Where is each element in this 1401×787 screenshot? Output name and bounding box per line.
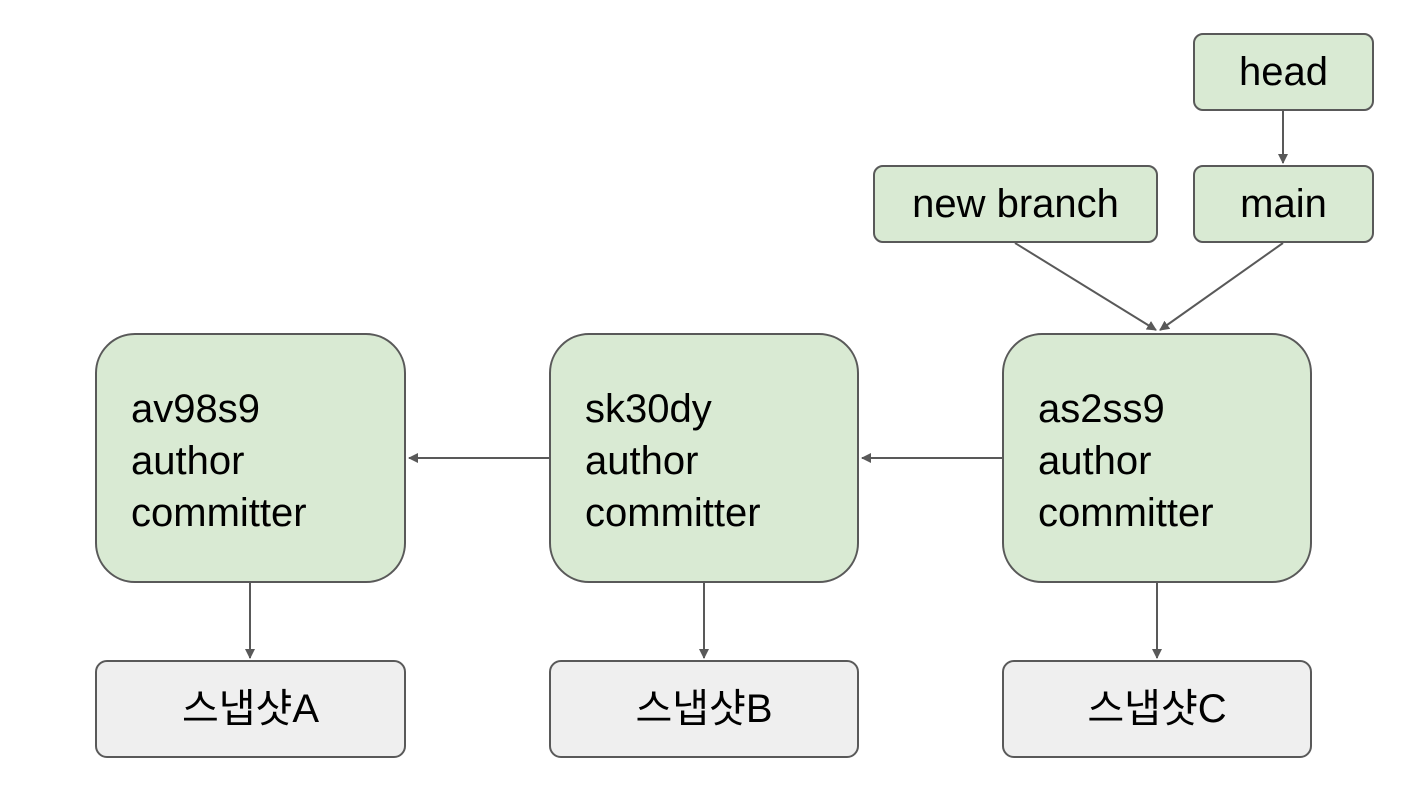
ref-new-branch: new branch: [873, 165, 1158, 243]
commit-committer: committer: [1038, 491, 1214, 535]
ref-head-label: head: [1239, 50, 1328, 94]
ref-head: head: [1193, 33, 1374, 111]
commit-committer: committer: [585, 491, 761, 535]
snapshot-node: 스냅샷B: [549, 660, 859, 758]
commit-hash: as2ss9: [1038, 387, 1165, 431]
snapshot-label: 스냅샷C: [1087, 687, 1227, 731]
commit-node: as2ss9 author committer: [1002, 333, 1312, 583]
snapshot-node: 스냅샷A: [95, 660, 406, 758]
commit-node: av98s9 author committer: [95, 333, 406, 583]
commit-author: author: [585, 439, 699, 483]
edge-main-to-as2ss9: [1159, 242, 1284, 331]
edge-new-branch-to-as2ss9: [1014, 242, 1157, 331]
commit-author: author: [1038, 439, 1152, 483]
commit-author: author: [131, 439, 245, 483]
snapshot-label: 스냅샷A: [181, 687, 320, 731]
commit-hash: sk30dy: [585, 387, 712, 431]
ref-main-label: main: [1240, 182, 1327, 226]
commit-committer: committer: [131, 491, 307, 535]
snapshot-node: 스냅샷C: [1002, 660, 1312, 758]
ref-main: main: [1193, 165, 1374, 243]
snapshot-label: 스냅샷B: [635, 687, 773, 731]
commit-node: sk30dy author committer: [549, 333, 859, 583]
commit-hash: av98s9: [131, 387, 260, 431]
ref-new-branch-label: new branch: [912, 182, 1119, 226]
